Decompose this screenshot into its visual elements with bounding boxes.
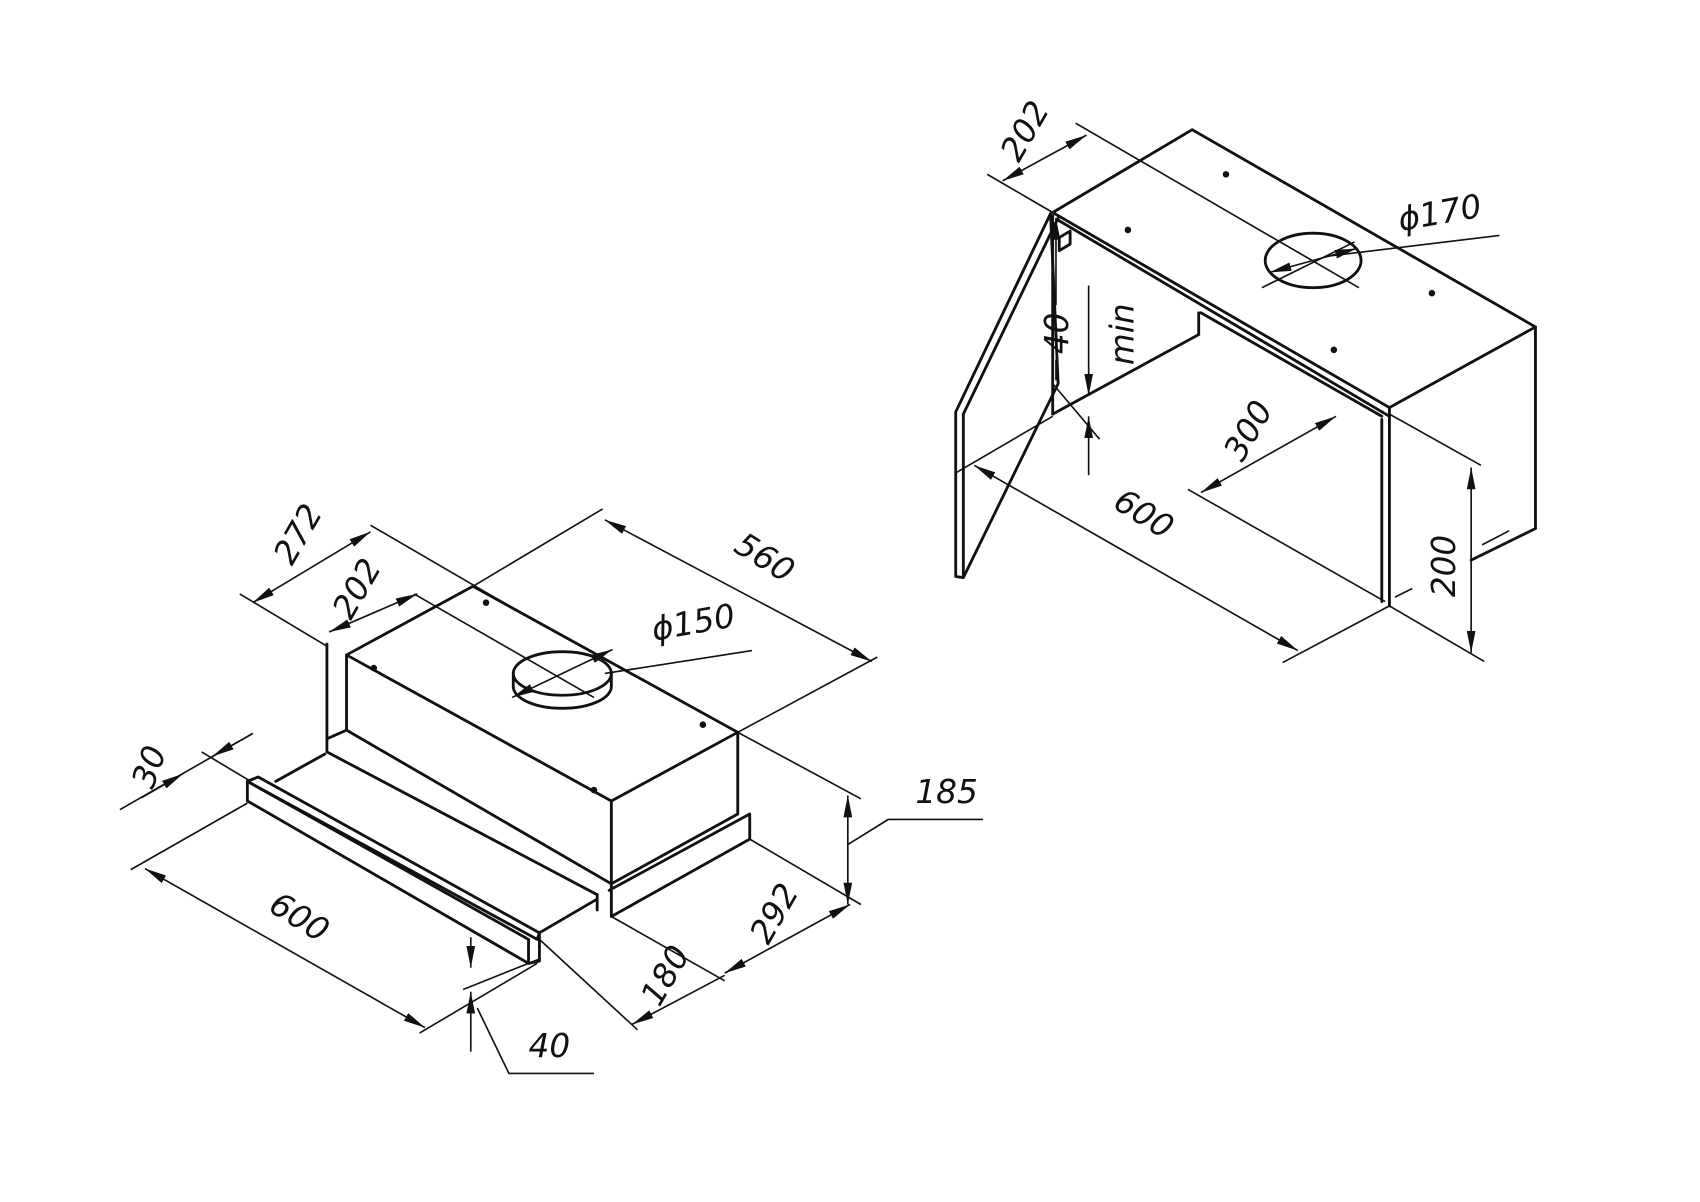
dim-600-cabinet: 600: [1107, 481, 1180, 546]
duct-cutout-170: [1263, 231, 1363, 290]
dim-600-width: 600: [263, 885, 336, 950]
screw-holes: [370, 599, 707, 794]
dim-292: 292: [742, 877, 806, 950]
dimension-labels: 272 202 560 ϕ150 30 600 40 180 292 185: [124, 498, 977, 1065]
slide-out-panel: [245, 752, 599, 965]
cabinet-install-view: 202 ϕ170 40 min 300 600 200: [954, 94, 1537, 664]
dim-300: 300: [1216, 394, 1280, 467]
cabinet-dimension-lines: [955, 122, 1500, 664]
dimension-lines: [119, 508, 983, 1075]
dim-min-label: min: [1103, 303, 1141, 365]
dim-30: 30: [124, 741, 174, 793]
dim-40-panel: 40: [529, 1027, 571, 1065]
dim-185: 185: [915, 773, 977, 811]
dim-560: 560: [728, 525, 801, 590]
dim-40-min: 40: [1038, 313, 1076, 355]
dim-180: 180: [633, 939, 697, 1012]
dim-202: 202: [325, 552, 389, 625]
cabinet-screw-holes: [1124, 171, 1436, 354]
cabinet-dimension-labels: 202 ϕ170 40 min 300 600 200: [993, 94, 1484, 597]
dim-diameter-170: ϕ170: [1395, 187, 1484, 239]
cabinet-door: [954, 212, 1072, 579]
dim-200: 200: [1425, 535, 1463, 597]
hinge-icon: [1057, 229, 1072, 253]
dim-diameter-150: ϕ150: [649, 597, 738, 649]
retractable-hood-view: 272 202 560 ϕ150 30 600 40 180 292 185: [119, 498, 983, 1075]
dim-272: 272: [266, 498, 330, 571]
cabinet-outline: [1051, 128, 1537, 608]
